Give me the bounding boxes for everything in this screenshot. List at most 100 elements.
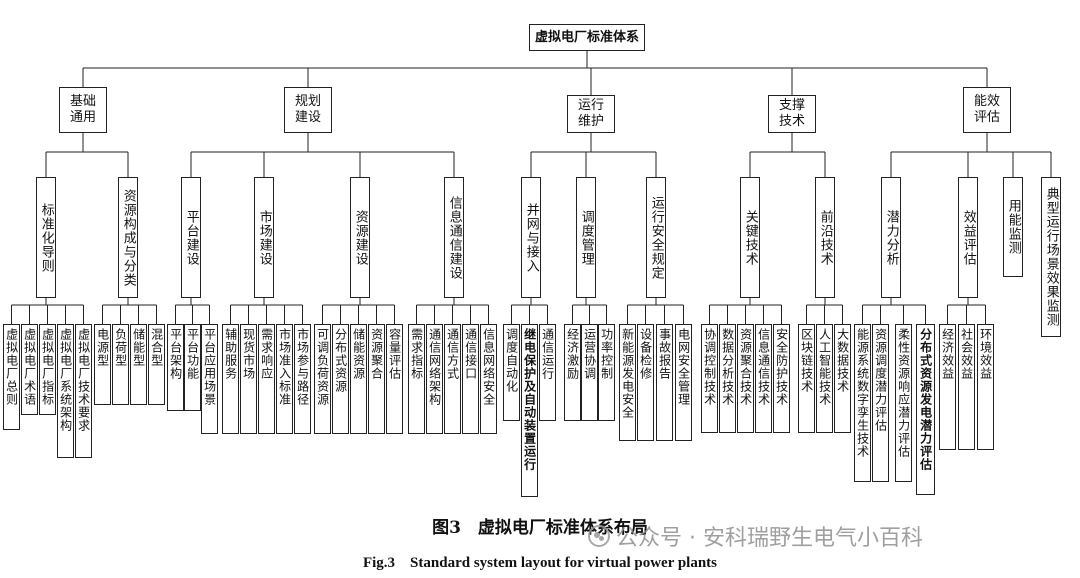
leaf-node-1-3-4-label: 信息网络安全: [481, 328, 496, 406]
subcategory-node-0-0-label: 标准化导则: [38, 202, 54, 273]
subcategory-node-0-0: 标准化导则: [36, 177, 56, 298]
leaf-node-2-1-2: 功率控制: [598, 324, 615, 421]
leaf-node-1-2-2: 储能资源: [350, 324, 367, 434]
category-node-0: 基础通用: [59, 87, 107, 133]
leaf-node-1-3-2-label: 通信方式: [445, 328, 460, 380]
leaf-node-0-0-4-label: 虚拟电厂技术要求: [76, 328, 91, 432]
leaf-node-0-1-3-label: 混合型: [149, 328, 164, 367]
wechat-icon: [588, 525, 610, 547]
subcategory-node-2-0-label: 并网与接入: [523, 202, 539, 273]
leaf-node-2-2-2: 事故报告: [656, 324, 673, 441]
leaf-node-3-0-3-label: 信息通信技术: [756, 328, 771, 406]
category-node-4: 能效评估: [963, 87, 1011, 133]
subcategory-node-4-0-label: 潜力分析: [883, 209, 899, 266]
subcategory-node-1-3-label: 信息通信建设: [446, 195, 462, 280]
leaf-node-4-1-2-label: 环境效益: [978, 328, 993, 380]
leaf-node-4-0-2: 柔性资源响应潜力评估: [895, 324, 912, 482]
watermark: 公众号 · 安科瑞野生电气小百科: [588, 520, 923, 552]
leaf-node-1-3-3-label: 通信接口: [463, 328, 478, 380]
subcategory-node-4-3-label: 典型运行场景效果监测: [1043, 187, 1059, 327]
subcategory-node-1-1-label: 市场建设: [256, 209, 272, 266]
leaf-node-0-0-2-label: 虚拟电厂指标: [40, 328, 55, 406]
leaf-node-2-1-0: 经济激励: [564, 324, 581, 421]
leaf-node-3-0-1: 数据分析技术: [719, 324, 736, 433]
leaf-node-3-1-2-label: 大数据技术: [835, 328, 850, 393]
leaf-node-1-1-3-label: 市场准入标准: [277, 328, 292, 406]
leaf-node-4-1-1-label: 社会效益: [959, 328, 974, 380]
subcategory-node-2-0: 并网与接入: [521, 177, 541, 298]
leaf-node-1-1-1-label: 现货市场: [241, 328, 256, 380]
leaf-node-1-1-4-label: 市场参与路径: [295, 328, 310, 406]
leaf-node-4-0-0-label: 能源系统数字孪生技术: [855, 328, 870, 458]
leaf-node-0-0-1-label: 虚拟电厂术语: [22, 328, 37, 406]
leaf-node-0-0-3-label: 虚拟电厂系统架构: [58, 328, 73, 432]
leaf-node-4-1-1: 社会效益: [958, 324, 975, 450]
leaf-node-4-0-1-label: 资源调度潜力评估: [873, 328, 888, 432]
watermark-text: 公众号 · 安科瑞野生电气小百科: [616, 526, 923, 551]
leaf-node-4-1-2: 环境效益: [977, 324, 994, 450]
leaf-node-2-1-0-label: 经济激励: [565, 328, 580, 380]
leaf-node-0-0-0-label: 虚拟电厂总则: [4, 328, 19, 406]
leaf-node-1-2-0: 可调负荷资源: [314, 324, 331, 434]
root-node: 虚拟电厂标准体系: [529, 24, 645, 51]
leaf-node-1-1-0-label: 辅助服务: [223, 328, 238, 380]
leaf-node-1-2-0-label: 可调负荷资源: [315, 328, 330, 406]
subcategory-node-3-0: 关键技术: [740, 177, 760, 298]
subcategory-node-4-0: 潜力分析: [881, 177, 901, 298]
leaf-node-4-0-3-label: 分布式资源发电潜力评估: [918, 328, 933, 471]
leaf-node-0-1-0-label: 电源型: [95, 328, 110, 367]
subcategory-node-1-1: 市场建设: [254, 177, 274, 298]
leaf-node-3-1-0: 区块链技术: [798, 324, 815, 433]
leaf-node-2-2-3: 电网安全管理: [675, 324, 692, 441]
leaf-node-2-2-2-label: 事故报告: [657, 328, 672, 380]
subcategory-node-2-1-label: 调度管理: [578, 209, 594, 266]
leaf-node-3-1-2: 大数据技术: [834, 324, 851, 433]
category-node-3: 支撑技术: [768, 95, 816, 133]
leaf-node-2-2-3-label: 电网安全管理: [676, 328, 691, 406]
leaf-node-0-1-3: 混合型: [148, 324, 165, 405]
leaf-node-4-0-0: 能源系统数字孪生技术: [854, 324, 871, 482]
subcategory-node-0-1: 资源构成与分类: [118, 177, 138, 298]
leaf-node-3-0-1-label: 数据分析技术: [720, 328, 735, 406]
root-node-label: 虚拟电厂标准体系: [534, 29, 639, 45]
leaf-node-1-0-0: 平台架构: [167, 324, 184, 411]
leaf-node-2-1-2-label: 功率控制: [599, 328, 614, 380]
leaf-node-0-0-2: 虚拟电厂指标: [39, 324, 56, 415]
leaf-node-3-0-4: 安全防护技术: [773, 324, 790, 433]
leaf-node-0-1-2: 储能型: [130, 324, 147, 405]
leaf-node-1-3-0-label: 需求指标: [409, 328, 424, 380]
subcategory-node-1-2: 资源建设: [350, 177, 370, 298]
leaf-node-1-1-2: 需求响应: [258, 324, 275, 434]
leaf-node-1-2-4-label: 容量评估: [387, 328, 402, 380]
leaf-node-3-0-3: 信息通信技术: [755, 324, 772, 433]
leaf-node-1-1-1: 现货市场: [240, 324, 257, 434]
category-node-1-label: 规划建设: [294, 94, 321, 125]
leaf-node-2-0-0-label: 调度自动化: [504, 328, 519, 393]
leaf-node-4-0-1: 资源调度潜力评估: [872, 324, 889, 482]
category-node-1: 规划建设: [284, 87, 332, 133]
leaf-node-4-0-2-label: 柔性资源响应潜力评估: [896, 328, 911, 458]
category-node-4-label: 能效评估: [973, 94, 1000, 125]
leaf-node-1-1-4: 市场参与路径: [294, 324, 311, 434]
leaf-node-0-0-0: 虚拟电厂总则: [3, 324, 20, 430]
leaf-node-0-0-3: 虚拟电厂系统架构: [57, 324, 74, 458]
leaf-node-2-0-2-label: 通信运行: [540, 328, 555, 380]
leaf-node-0-0-4: 虚拟电厂技术要求: [75, 324, 92, 458]
leaf-node-0-1-0: 电源型: [94, 324, 111, 405]
category-node-2-label: 运行维护: [577, 98, 604, 129]
leaf-node-1-3-1-label: 通信网络架构: [427, 328, 442, 406]
leaf-node-1-3-4: 信息网络安全: [480, 324, 497, 434]
subcategory-node-1-0-label: 平台建设: [183, 209, 199, 266]
leaf-node-1-1-3: 市场准入标准: [276, 324, 293, 434]
leaf-node-1-3-2: 通信方式: [444, 324, 461, 434]
leaf-node-4-1-0-label: 经济效益: [940, 328, 955, 380]
subcategory-node-4-3: 典型运行场景效果监测: [1041, 177, 1061, 337]
category-node-2: 运行维护: [567, 95, 615, 133]
leaf-node-2-0-0: 调度自动化: [503, 324, 520, 421]
subcategory-node-1-0: 平台建设: [181, 177, 201, 298]
leaf-node-3-1-1: 人工智能技术: [816, 324, 833, 433]
leaf-node-3-0-4-label: 安全防护技术: [774, 328, 789, 406]
leaf-node-1-2-1-label: 分布式资源: [333, 328, 348, 393]
leaf-node-1-2-4: 容量评估: [386, 324, 403, 434]
leaf-node-2-2-1: 设备检修: [637, 324, 654, 441]
